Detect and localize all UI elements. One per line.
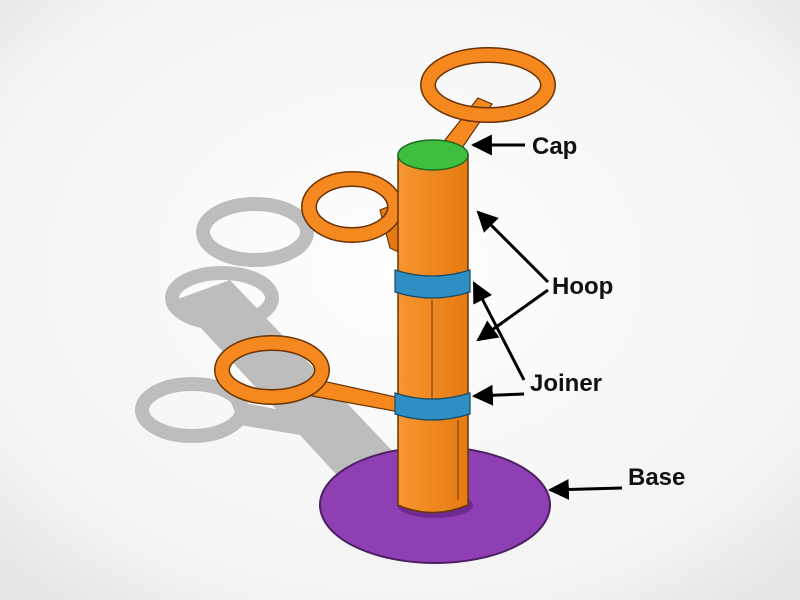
label-joiner: Joiner: [530, 370, 602, 397]
central-post: [397, 154, 469, 514]
label-base: Base: [628, 464, 685, 491]
hoop-arrow-upper: [476, 210, 550, 284]
hoop-top: [420, 47, 556, 149]
hoop-arrow-lower: [476, 288, 549, 342]
hoop-lower: [214, 335, 401, 413]
base-arrow: [547, 478, 623, 500]
annotation-arrows: [470, 134, 623, 500]
cap: [397, 139, 469, 171]
joiner-band-lower: [394, 392, 471, 421]
joiner-arrow-lower: [471, 384, 525, 406]
joiner-band-upper: [394, 269, 471, 299]
label-hoop: Hoop: [552, 273, 613, 300]
joiner-arrow-upper: [472, 281, 526, 381]
label-cap: Cap: [532, 133, 577, 160]
